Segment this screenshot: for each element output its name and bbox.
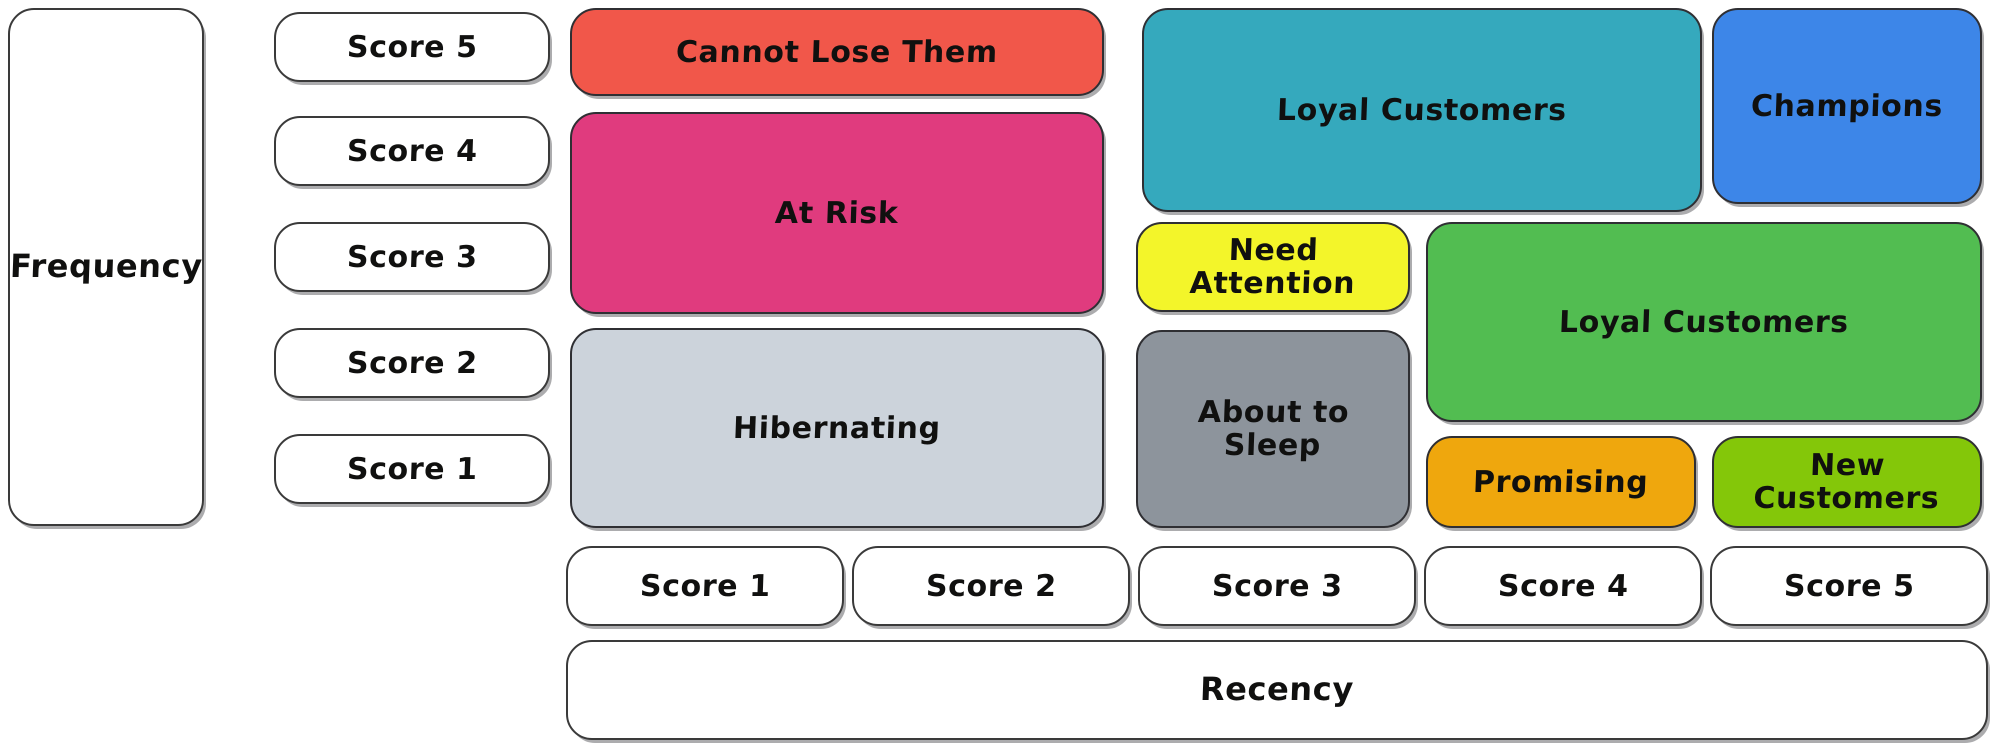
frequency-score-5-label: Score 5 [346,29,478,65]
segment-promising[interactable]: Promising [1426,436,1696,528]
frequency-score-1-label: Score 1 [346,451,478,487]
recency-score-2-label: Score 2 [925,568,1057,604]
segment-cannot-lose-them-label: Cannot Lose Them [675,34,999,70]
frequency-score-5[interactable]: Score 5 [274,12,550,82]
frequency-axis-label: Frequency [8,8,204,526]
segment-champions[interactable]: Champions [1712,8,1982,204]
recency-score-2[interactable]: Score 2 [852,546,1130,626]
recency-score-1[interactable]: Score 1 [566,546,844,626]
segment-hibernating[interactable]: Hibernating [570,328,1104,528]
segment-about-to-sleep[interactable]: About to Sleep [1136,330,1410,528]
frequency-score-1[interactable]: Score 1 [274,434,550,504]
recency-score-5[interactable]: Score 5 [1710,546,1988,626]
recency-axis-text: Recency [1199,670,1355,709]
recency-axis-label: Recency [566,640,1988,740]
recency-score-4-label: Score 4 [1497,568,1629,604]
segment-cannot-lose-them[interactable]: Cannot Lose Them [570,8,1104,96]
segment-at-risk-label: At Risk [774,195,900,231]
segment-at-risk[interactable]: At Risk [570,112,1104,314]
recency-score-3[interactable]: Score 3 [1138,546,1416,626]
segment-loyal-customers-green-label: Loyal Customers [1558,304,1850,340]
frequency-score-4-label: Score 4 [346,133,478,169]
segment-promising-label: Promising [1472,464,1650,500]
frequency-axis-text: Frequency [9,247,204,286]
frequency-score-3[interactable]: Score 3 [274,222,550,292]
frequency-score-4[interactable]: Score 4 [274,116,550,186]
segment-hibernating-label: Hibernating [732,410,942,446]
segment-loyal-customers-teal[interactable]: Loyal Customers [1142,8,1702,212]
frequency-score-2-label: Score 2 [346,345,478,381]
segment-loyal-customers-green[interactable]: Loyal Customers [1426,222,1982,422]
segment-new-customers[interactable]: New Customers [1712,436,1982,528]
segment-loyal-customers-teal-label: Loyal Customers [1276,92,1568,128]
recency-score-3-label: Score 3 [1211,568,1343,604]
recency-score-5-label: Score 5 [1783,568,1915,604]
segment-new-customers-label: New Customers [1752,448,1940,516]
segment-about-to-sleep-label: About to Sleep [1197,395,1350,463]
segment-need-attention-label: Need Attention [1189,233,1356,301]
recency-score-1-label: Score 1 [639,568,771,604]
segment-champions-label: Champions [1750,88,1944,124]
recency-score-4[interactable]: Score 4 [1424,546,1702,626]
frequency-score-2[interactable]: Score 2 [274,328,550,398]
frequency-score-3-label: Score 3 [346,239,478,275]
segment-need-attention[interactable]: Need Attention [1136,222,1410,312]
